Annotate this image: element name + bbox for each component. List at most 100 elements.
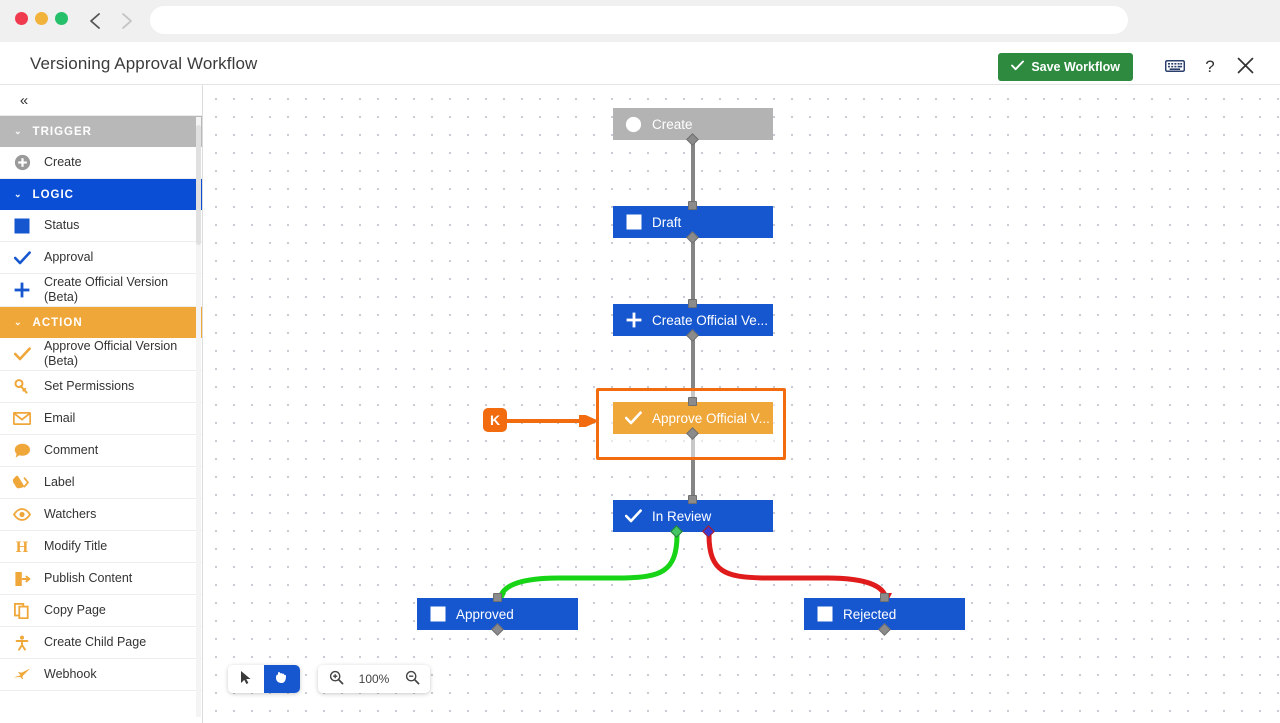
check-icon (0, 250, 44, 265)
sidebar-section-label: TRIGGER (32, 125, 92, 138)
chevron-down-icon: ⌄ (14, 126, 23, 136)
workflow-node-label: Approve Official V... (652, 410, 770, 426)
node-input-handle[interactable] (688, 495, 697, 504)
select-tool-button[interactable] (228, 665, 264, 693)
sidebar-item-create[interactable]: Create (0, 147, 202, 179)
chevron-down-icon: ⌄ (14, 317, 23, 327)
square-icon (429, 606, 446, 622)
sidebar-section-header-trigger[interactable]: ⌄ TRIGGER (0, 116, 202, 147)
square-icon (625, 214, 642, 230)
sidebar-item-approve-official-version-beta[interactable]: Approve Official Version (Beta) (0, 338, 202, 371)
sidebar-item-create-official-version-beta[interactable]: Create Official Version (Beta) (0, 274, 202, 307)
sidebar-item-label: Create Child Page (44, 635, 147, 649)
sidebar-item-approval[interactable]: Approval (0, 242, 202, 274)
cursor-icon (240, 670, 252, 688)
sidebar-item-label[interactable]: Label (0, 467, 202, 499)
traffic-lights (15, 12, 68, 25)
sidebar-topbar: « (0, 85, 202, 116)
node-input-handle[interactable] (688, 299, 697, 308)
check-icon (625, 509, 642, 523)
pointer-tool-group (228, 665, 300, 693)
svg-text:H: H (16, 539, 29, 554)
webhook-icon (0, 667, 44, 682)
sidebar-item-webhook[interactable]: Webhook (0, 659, 202, 691)
node-input-handle[interactable] (688, 201, 697, 210)
sidebar-item-label: Comment (44, 443, 99, 457)
sidebar-item-copy-page[interactable]: Copy Page (0, 595, 202, 627)
chevron-down-icon: ⌄ (14, 189, 23, 199)
close-button[interactable] (1230, 52, 1260, 82)
workflow-node-label: Approved (456, 606, 514, 622)
sidebar-item-comment[interactable]: Comment (0, 435, 202, 467)
zoom-level-label[interactable]: 100% (358, 672, 390, 686)
close-icon (1237, 57, 1254, 77)
zoom-in-button[interactable] (318, 665, 354, 693)
app-header: Versioning Approval Workflow Save Workfl… (0, 42, 1280, 85)
comment-icon (0, 443, 44, 459)
sidebar-item-set-permissions[interactable]: Set Permissions (0, 371, 202, 403)
url-bar[interactable] (150, 6, 1128, 34)
badge-arrow-icon (507, 415, 599, 427)
pan-tool-button[interactable] (264, 665, 300, 693)
keyboard-icon (1164, 59, 1186, 76)
hand-icon (274, 670, 290, 688)
sidebar-item-label: Approval (44, 250, 94, 264)
eye-icon (0, 508, 44, 521)
window-close-button[interactable] (15, 12, 28, 25)
save-workflow-button[interactable]: Save Workflow (998, 53, 1133, 81)
zoom-in-icon (329, 670, 344, 688)
publish-icon (0, 571, 44, 587)
sidebar-collapse-button[interactable]: « (12, 88, 36, 112)
keyboard-shortcuts-button[interactable] (1160, 52, 1190, 82)
sidebar-item-label: Watchers (44, 507, 97, 521)
sidebar-item-email[interactable]: Email (0, 403, 202, 435)
node-input-handle[interactable] (879, 593, 889, 602)
forward-icon[interactable] (116, 7, 138, 35)
check-icon (0, 347, 44, 361)
browser-chrome (0, 0, 1280, 42)
sidebar-item-label: Approve Official Version (Beta) (44, 339, 178, 368)
heading-icon: H (0, 539, 44, 554)
window-maximize-button[interactable] (55, 12, 68, 25)
help-label: ? (1205, 57, 1215, 76)
sidebar-item-status[interactable]: Status (0, 210, 202, 242)
sidebar-section-label: ACTION (32, 316, 83, 329)
envelope-icon (0, 412, 44, 425)
workflow-node-label: Rejected (843, 606, 897, 622)
sidebar-section-header-logic[interactable]: ⌄ LOGIC (0, 179, 202, 210)
sidebar-scrollbar-thumb[interactable] (196, 125, 201, 245)
sidebar-item-publish-content[interactable]: Publish Content (0, 563, 202, 595)
sidebar-section-header-action[interactable]: ⌄ ACTION (0, 307, 202, 338)
workflow-node-in-review[interactable]: In Review (613, 500, 773, 532)
square-icon (0, 218, 44, 234)
sidebar-scrollbar-track[interactable] (196, 117, 201, 717)
sidebar-section-label: LOGIC (32, 188, 74, 201)
sidebar-item-label: Email (44, 411, 76, 425)
workflow-node-approve-official[interactable]: Approve Official V... (613, 402, 773, 434)
back-icon[interactable] (84, 7, 106, 35)
sidebar-item-label: Webhook (44, 667, 97, 681)
browser-nav (84, 7, 138, 35)
node-input-handle[interactable] (688, 397, 697, 406)
workflow-node-label: Draft (652, 214, 682, 230)
plus-icon (0, 282, 44, 298)
sidebar-item-modify-title[interactable]: H Modify Title (0, 531, 202, 563)
workflow-node-label: Create (652, 116, 693, 132)
plus-icon (625, 312, 642, 328)
plus-circle-icon (0, 154, 44, 171)
check-icon (1011, 60, 1025, 74)
keyboard-shortcut-badge[interactable]: K (483, 408, 507, 432)
sidebar-item-watchers[interactable]: Watchers (0, 499, 202, 531)
window-minimize-button[interactable] (35, 12, 48, 25)
node-input-handle[interactable] (492, 593, 502, 602)
sidebar-item-label: Status (44, 218, 80, 232)
sidebar-item-label: Copy Page (44, 603, 106, 617)
edge-inreview-rejected (706, 532, 889, 604)
save-workflow-label: Save Workflow (1031, 60, 1120, 74)
help-button[interactable]: ? (1195, 52, 1225, 82)
zoom-out-button[interactable] (394, 665, 430, 693)
sidebar-item-label: Modify Title (44, 539, 108, 553)
sidebar-item-create-child-page[interactable]: Create Child Page (0, 627, 202, 659)
